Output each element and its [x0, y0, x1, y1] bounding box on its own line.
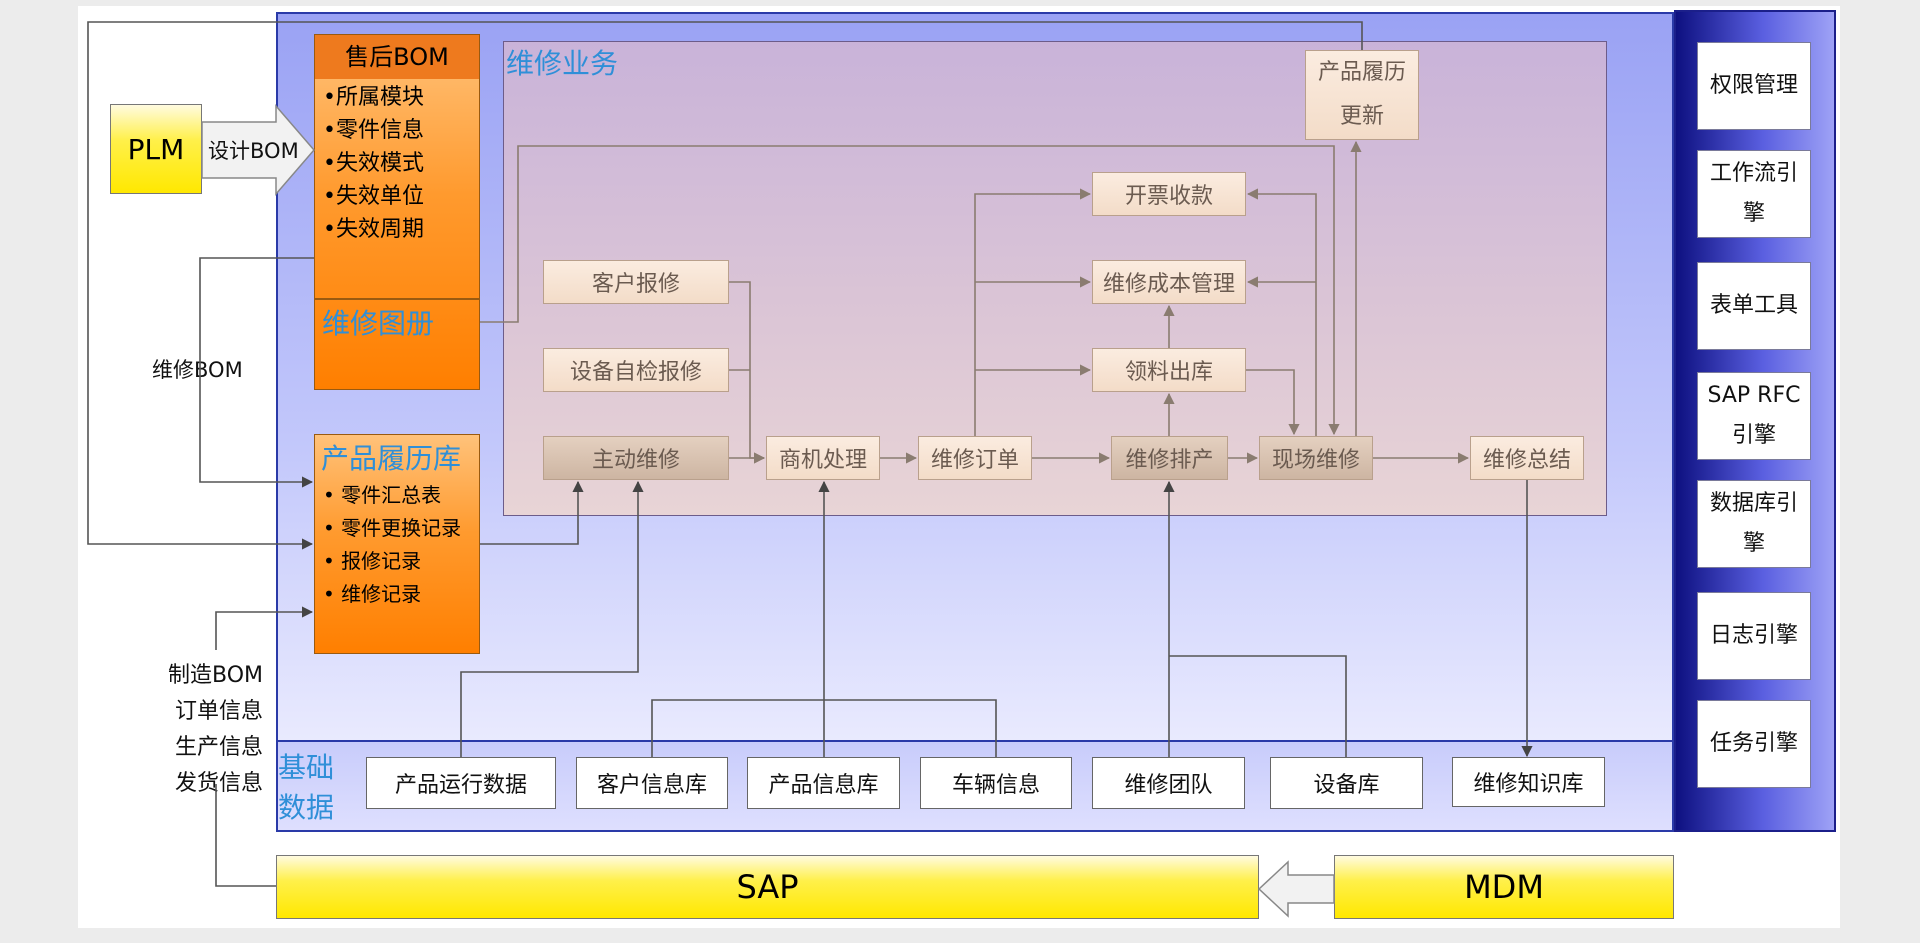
repair-summary-node: 维修总结	[1470, 436, 1584, 480]
log-engine-item: 日志引擎	[1697, 592, 1811, 680]
workflow-engine-item: 工作流引擎	[1697, 150, 1811, 238]
customer-report-node: 客户报修	[543, 260, 729, 304]
repair-cost-mgmt-node: 维修成本管理	[1092, 260, 1246, 304]
bom-item: •所属模块	[323, 85, 424, 110]
mdm-bar: MDM	[1334, 855, 1674, 919]
proactive-repair-node: 主动维修	[543, 436, 729, 480]
history-item: • 零件汇总表	[323, 483, 442, 507]
history-item: • 报修记录	[323, 549, 422, 573]
repair-business-title: 维修业务	[506, 47, 619, 80]
history-update-node: 产品履历 更新	[1305, 50, 1419, 140]
base-data-item: 设备库	[1270, 757, 1423, 809]
base-data-item: 维修知识库	[1452, 757, 1605, 807]
database-engine-item: 数据库引擎	[1697, 480, 1811, 568]
repair-scheduling-node: 维修排产	[1111, 436, 1228, 480]
device-selfcheck-node: 设备自检报修	[543, 348, 729, 392]
product-history-db-title: 产品履历库	[321, 442, 462, 475]
form-tool-item: 表单工具	[1697, 262, 1811, 350]
after-sales-bom-items: •所属模块 •零件信息 •失效模式 •失效单位 •失效周期	[315, 79, 479, 246]
manufacturing-info-labels: 制造BOM 订单信息 生产信息 发货信息	[168, 663, 264, 796]
base-data-item: 产品信息库	[747, 757, 900, 809]
bom-item: •失效单位	[323, 184, 424, 209]
base-data-item: 产品运行数据	[366, 757, 556, 809]
plm-box: PLM	[110, 104, 202, 194]
product-history-db-box: 产品履历库 • 零件汇总表 • 零件更换记录 • 报修记录 • 维修记录	[314, 434, 480, 654]
invoice-collection-node: 开票收款	[1092, 172, 1246, 216]
base-data-item: 维修团队	[1092, 757, 1245, 809]
business-processing-node: 商机处理	[766, 436, 880, 480]
bom-item: •零件信息	[323, 118, 424, 143]
product-history-db-items: • 零件汇总表 • 零件更换记录 • 报修记录 • 维修记录	[315, 479, 479, 611]
base-data-item: 车辆信息	[920, 757, 1072, 809]
sap-bar: SAP	[276, 855, 1259, 919]
base-data-title: 基础 数据	[278, 751, 335, 824]
material-issue-node: 领料出库	[1092, 348, 1246, 392]
repair-bom-label: 维修BOM	[152, 358, 243, 382]
repair-order-node: 维修订单	[918, 436, 1032, 480]
onsite-repair-node: 现场维修	[1259, 436, 1373, 480]
history-item: • 零件更换记录	[323, 516, 462, 540]
permission-mgmt-item: 权限管理	[1697, 42, 1811, 130]
task-engine-item: 任务引擎	[1697, 700, 1811, 788]
after-sales-bom-title: 售后BOM	[315, 35, 479, 79]
bom-item: •失效周期	[323, 217, 424, 242]
repair-manual-label: 维修图册	[322, 307, 435, 340]
bom-divider	[314, 298, 480, 300]
bom-item: •失效模式	[323, 151, 424, 176]
base-data-item: 客户信息库	[576, 757, 728, 809]
history-item: • 维修记录	[323, 582, 422, 606]
